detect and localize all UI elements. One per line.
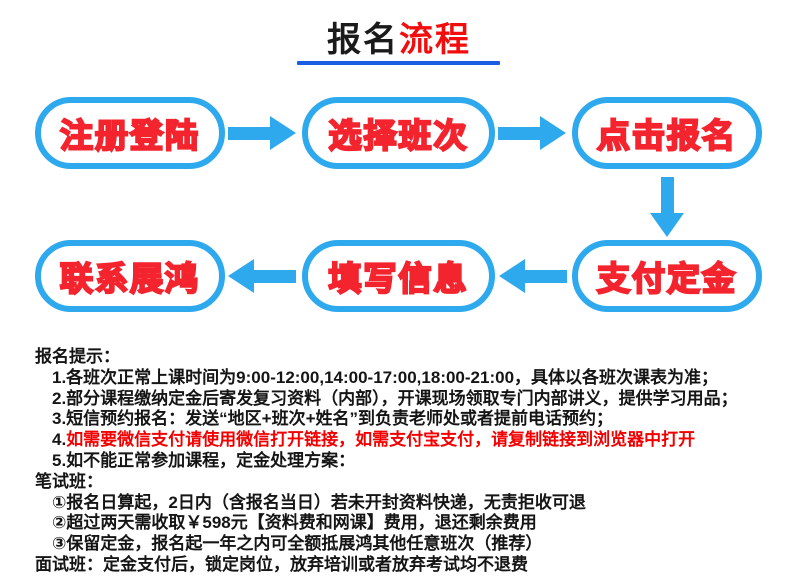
flow-node-label: 点击报名 bbox=[596, 116, 737, 155]
arrow-left-icon bbox=[228, 259, 296, 293]
registration-notes: 报名提示： 1.各班次正常上课时间为9:00-12:00,14:00-17:00… bbox=[35, 347, 785, 576]
arrow-left-icon bbox=[499, 259, 567, 293]
written-class-option-3: ③保留定金，报名起一年之内可全额抵展鸿其他任意班次（推荐） bbox=[52, 534, 543, 554]
arrow-head bbox=[228, 259, 254, 293]
title-red-part: 流程 bbox=[399, 21, 471, 59]
arrow-shaft bbox=[498, 126, 540, 140]
note-line-1: 1.各班次正常上课时间为9:00-12:00,14:00-17:00,18:00… bbox=[52, 367, 719, 387]
title-underline bbox=[297, 61, 500, 65]
written-class-option-2: ②超过两天需收取￥598元【资料费和网课】费用，退还剩余费用 bbox=[52, 513, 537, 533]
flow-node-label: 注册登陆 bbox=[59, 116, 200, 155]
arrow-head bbox=[499, 259, 525, 293]
arrow-head bbox=[270, 116, 296, 150]
flow-node-pay-deposit: 支付定金 bbox=[572, 240, 762, 312]
flow-node-label: 联系展鸿 bbox=[59, 259, 200, 298]
flow-node-contact-zhanhong: 联系展鸿 bbox=[35, 240, 225, 312]
written-class-option-1: ①报名日算起，2日内（含报名当日）若未开封资料快递，无责拒收可退 bbox=[52, 492, 586, 512]
arrow-shaft bbox=[660, 177, 674, 213]
flow-node-select-class: 选择班次 bbox=[302, 97, 495, 169]
flow-node-label: 填写信息 bbox=[327, 259, 469, 298]
arrow-down-icon bbox=[650, 177, 684, 237]
arrow-shaft bbox=[228, 126, 270, 140]
page-title: 报名流程 bbox=[0, 12, 798, 61]
note-line-4-number: 4. bbox=[52, 430, 67, 450]
flow-node-register-login: 注册登陆 bbox=[35, 97, 225, 169]
arrow-head bbox=[540, 116, 566, 150]
flow-node-label: 选择班次 bbox=[327, 116, 469, 155]
flow-node-fill-info: 填写信息 bbox=[302, 240, 495, 312]
flow-node-label: 支付定金 bbox=[596, 259, 737, 298]
notes-heading: 报名提示： bbox=[35, 347, 120, 366]
note-line-3: 3.短信预约报名：发送“地区+班次+姓名”到负责老师处或者提前电话预约； bbox=[52, 409, 614, 429]
arrow-shaft bbox=[254, 269, 296, 283]
interview-class-line: 面试班：定金支付后，锁定岗位，放弃培训或者放弃考试均不退费 bbox=[35, 554, 528, 574]
arrow-head bbox=[650, 213, 684, 237]
title-black-part: 报名 bbox=[327, 21, 399, 59]
written-class-heading: 笔试班： bbox=[35, 471, 103, 491]
arrow-shaft bbox=[525, 269, 567, 283]
flow-node-click-register: 点击报名 bbox=[572, 97, 762, 169]
arrow-right-icon bbox=[228, 116, 296, 150]
page-title-text: 报名流程 bbox=[327, 21, 471, 59]
note-line-5: 5.如不能正常参加课程，定金处理方案： bbox=[52, 450, 356, 470]
arrow-right-icon bbox=[498, 116, 566, 150]
note-line-4: 4.如需要微信支付请使用微信打开链接，如需支付宝支付，请复制链接到浏览器中打开 bbox=[35, 430, 785, 451]
note-line-2: 2.部分课程缴纳定金后寄发复习资料（内部），开课现场领取专门内部讲义，提供学习用… bbox=[52, 388, 738, 408]
note-line-4-warning: 如需要微信支付请使用微信打开链接，如需支付宝支付，请复制链接到浏览器中打开 bbox=[66, 430, 696, 450]
